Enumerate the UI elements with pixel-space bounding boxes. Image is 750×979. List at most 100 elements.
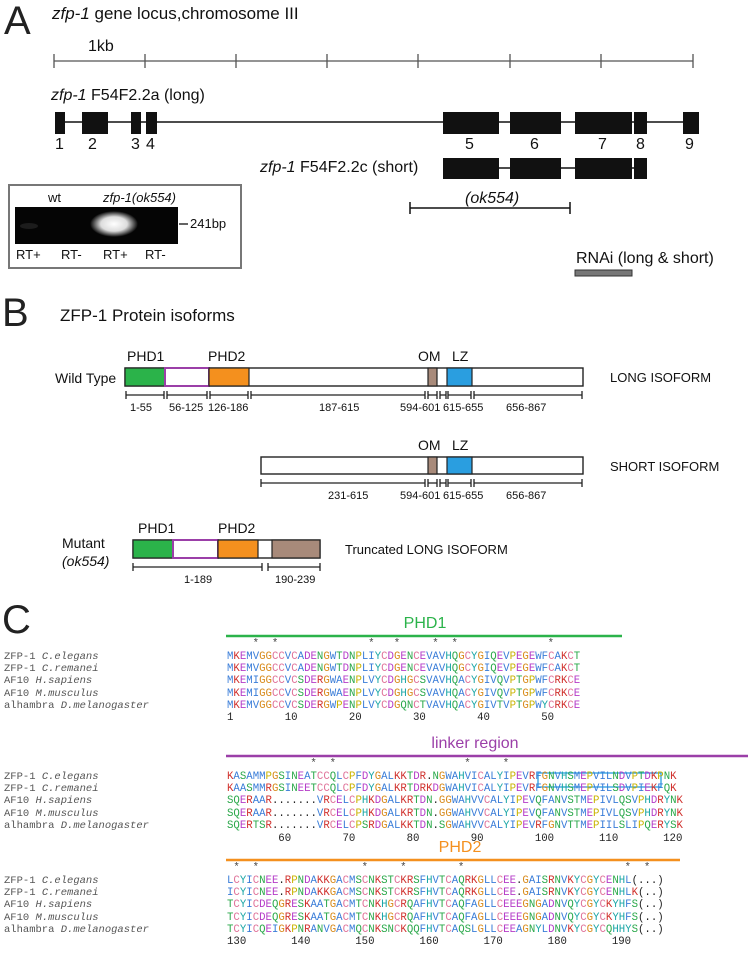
gel-wt-label: wt [48, 190, 61, 205]
mut-phd2 [217, 539, 259, 559]
exon-1 [55, 112, 65, 134]
short-range-brackets [260, 479, 583, 487]
short-isoform-name: SHORT ISOFORM [610, 459, 720, 474]
sequence-row: KAASMMRGSINEETCCQLCPFDYGALKRTDRKDGWAHVIC… [227, 783, 677, 796]
exon-number: 3 [131, 136, 140, 153]
wt-range-label: 594-601 [400, 402, 441, 414]
species-label: AF10 H.sapiens [4, 795, 92, 808]
species-gene-name: alhambra [4, 923, 61, 936]
exon-6 [510, 112, 561, 134]
species-label: AF10 H.sapiens [4, 899, 92, 912]
species-organism: C.remanei [41, 663, 99, 676]
species-label: AF10 M.musculus [4, 688, 99, 701]
species-organism: H.sapiens [35, 899, 93, 912]
mutant-domain-label: PHD2 [218, 520, 256, 536]
exon-8 [634, 112, 647, 134]
short-range-label: 231-615 [328, 490, 369, 502]
mut-phd1 [132, 539, 174, 559]
gel-band [90, 211, 138, 237]
sequence-row: KASAMMPGSINEATCCQLCPFDYGALKKTDR.NGWAHVIC… [227, 771, 677, 783]
species-organism: H.sapiens [35, 675, 93, 688]
species-label: alhambra D.melanogaster [4, 700, 149, 713]
species-label: alhambra D.melanogaster [4, 820, 149, 833]
exon-9 [683, 112, 699, 134]
species-gene-name: ZFP-1 [4, 663, 42, 676]
exon-5 [443, 112, 499, 134]
species-organism: C.remanei [41, 783, 99, 796]
species-gene-name: AF10 [4, 911, 36, 924]
exon-number: 4 [146, 136, 155, 153]
sequence-row: MKEMIGGCCVCSDERGWAENPLVYCDGHGCSVAVHQACYG… [227, 687, 581, 700]
phd1-title: PHD1 [403, 615, 447, 632]
species-organism: D.melanogaster [60, 819, 149, 832]
wt-linker [164, 367, 210, 387]
species-label: ZFP-1 C.elegans [4, 651, 99, 664]
wt-phd1 [124, 367, 166, 387]
long-gene-exons [55, 112, 699, 134]
species-organism: M.musculus [35, 687, 99, 700]
mutant-range-brackets [132, 563, 321, 571]
species-label: AF10 M.musculus [4, 808, 99, 821]
species-organism: C.elegans [41, 651, 99, 663]
species-gene-name: AF10 [4, 687, 36, 700]
species-gene-name: AF10 [4, 899, 36, 912]
species-gene-name: AF10 [4, 795, 36, 808]
short-range-label: 594-601 [400, 490, 441, 502]
wt-range-label: 615-655 [443, 402, 484, 414]
short-domain-label: OM [418, 437, 441, 453]
wt-om [427, 367, 438, 387]
species-gene-name: ZFP-1 [4, 771, 42, 783]
short-domain-label: LZ [452, 437, 469, 453]
conservation-stars: * * * * * * * [227, 862, 651, 874]
species-label: AF10 H.sapiens [4, 675, 92, 688]
wt-domain-label: OM [418, 348, 441, 364]
gel-lane-label: RT- [145, 247, 166, 262]
species-organism: C.remanei [41, 887, 99, 900]
wildtype-protein [124, 367, 584, 387]
mut-linker [172, 539, 219, 559]
short-om [427, 456, 438, 475]
wt-phd2 [208, 367, 250, 387]
species-organism: D.melanogaster [60, 699, 149, 712]
gel-lane-label: RT- [61, 247, 82, 262]
mutant-row-label: Mutant [62, 535, 105, 551]
gel-lane-label: RT+ [103, 247, 128, 262]
species-label: ZFP-1 C.elegans [4, 771, 99, 784]
exon-number: 8 [636, 136, 645, 153]
panel-c-letter: C [2, 598, 31, 642]
sequence-row: TCYICDEQGRESKAATGACMTCNKHGCRQAFHVTCAQFAG… [227, 911, 664, 924]
conservation-stars: * * * * [227, 758, 599, 770]
sequence-row: MKEMVGGCCVCADENGWTDNPLIYCDGENCEVAVHQGCYG… [227, 651, 581, 663]
wt-range-label: 656-867 [506, 402, 547, 414]
species-gene-name: AF10 [4, 675, 36, 688]
species-gene-name: ZFP-1 [4, 887, 42, 900]
exon-number: 1 [55, 136, 64, 153]
wildtype-row-label: Wild Type [55, 370, 117, 386]
species-organism: M.musculus [35, 911, 99, 924]
sequence-row: MKEMIGGCCVCSDERGWAENPLVYCDGHGCSVAVHQACYG… [227, 675, 581, 688]
mutant-row-allele: (ok554) [62, 553, 110, 569]
species-gene-name: alhambra [4, 819, 61, 832]
species-label: ZFP-1 C.remanei [4, 887, 99, 900]
species-label: AF10 M.musculus [4, 912, 99, 925]
exon-number: 5 [465, 136, 474, 153]
sequence-row: LCYICNEE.RPNDAKKGACMSCNKSTCKRSFHVTCAQRKG… [227, 875, 664, 887]
exon-number: 7 [598, 136, 607, 153]
short-label-rest: F54F2.2c (short) [295, 159, 419, 176]
short-gene-exons [443, 158, 647, 179]
short-protein [260, 456, 584, 475]
species-label: ZFP-1 C.remanei [4, 783, 99, 796]
long-label-rest: F54F2.2a (long) [86, 87, 205, 104]
gel-size-label: 241bp [190, 216, 227, 231]
panel-a-title-rest: gene locus,chromosome III [89, 4, 299, 23]
wt-domain-label: LZ [452, 348, 469, 364]
mutant-protein [132, 539, 321, 559]
species-organism: H.sapiens [35, 795, 93, 808]
deletion-label: (ok554) [465, 190, 520, 207]
mutant-domain-label: PHD1 [138, 520, 176, 536]
sequence-row: MKEMVGGCCVCSDERGWPENPLVYCDGQNCTVAVHQACYG… [227, 699, 581, 712]
exon-4 [146, 112, 157, 134]
sequence-row: TCYICQEIGKPNRANVGACMQCNKSNCKQQFHVTCAQSLG… [227, 923, 664, 936]
species-gene-name: ZFP-1 [4, 651, 42, 663]
